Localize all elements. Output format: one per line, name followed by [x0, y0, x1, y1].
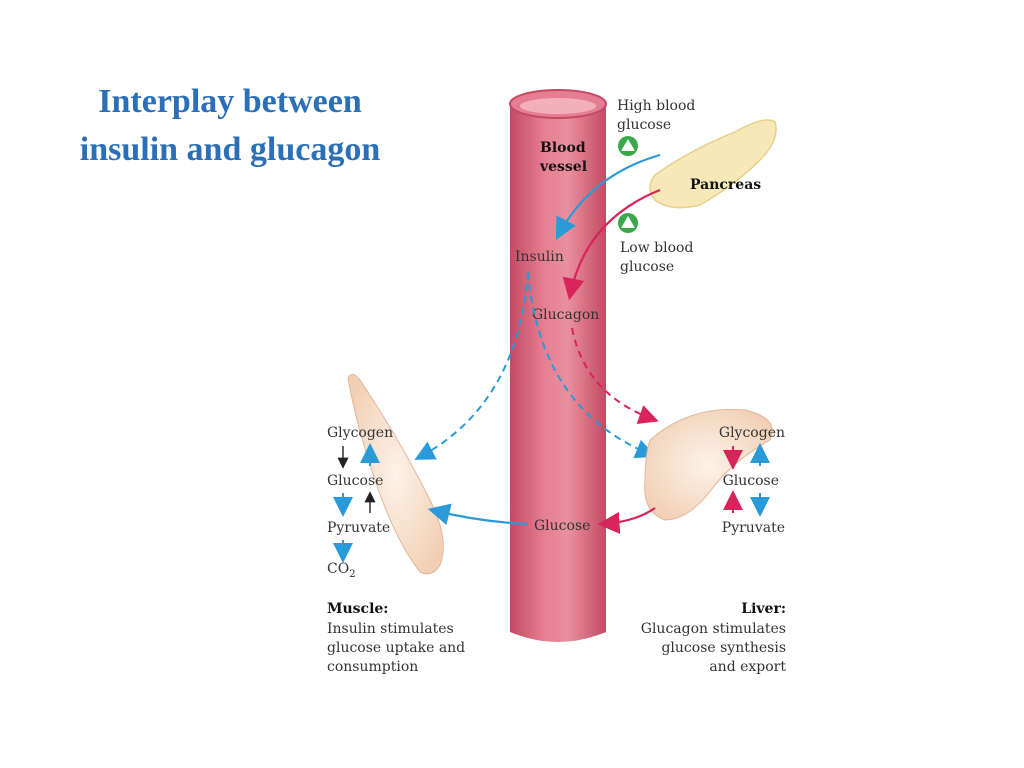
liver-glycogen: Glycogen [719, 425, 785, 441]
liver-desc-1: Glucagon stimulates [641, 621, 786, 637]
insulin-to-liver-arrow [527, 271, 656, 459]
muscle-desc-1: Insulin stimulates [327, 621, 454, 637]
insulin-release-arrow [555, 153, 661, 240]
muscle-glycogen: Glycogen [327, 425, 393, 441]
liver-desc-3: and export [709, 659, 786, 675]
muscle-heading: Muscle: [327, 601, 388, 617]
title-line-2: insulin and glucagon [79, 131, 381, 168]
high-glucose-label-2: glucose [617, 117, 671, 133]
liver-organ [644, 408, 773, 521]
liver-desc-2: glucose synthesis [661, 640, 786, 656]
muscle-organ [347, 374, 444, 575]
pancreas-label: Pancreas [690, 177, 761, 193]
liver-glucose-export-arrow [597, 507, 656, 534]
glucagon-to-liver-arrow [571, 327, 659, 425]
muscle-glucose: Glucose [327, 473, 383, 489]
muscle-desc-2: glucose uptake and [327, 640, 465, 656]
liver-heading: Liver: [741, 601, 786, 617]
muscle-co2: CO2 [327, 561, 356, 580]
vessel-label-2: vessel [539, 159, 587, 175]
liver-pyruvate: Pyruvate [722, 520, 785, 536]
muscle-pyruvate: Pyruvate [327, 520, 390, 536]
muscle-desc-3: consumption [327, 659, 418, 675]
vessel-label-1: Blood [540, 140, 586, 156]
low-glucose-up-icon [618, 213, 638, 233]
high-glucose-up-icon [618, 136, 638, 156]
glucagon-label: Glucagon [532, 307, 599, 323]
vessel-glucose-label: Glucose [534, 518, 590, 534]
blood-vessel [509, 89, 607, 642]
pancreas-organ [649, 119, 777, 209]
low-glucose-label-2: glucose [620, 259, 674, 275]
insulin-to-muscle-arrow [414, 271, 529, 460]
glucose-to-muscle-arrow [427, 503, 529, 526]
liver-glucose: Glucose [723, 473, 779, 489]
high-glucose-label-1: High blood [617, 98, 695, 114]
slide-title: Interplay between insulin and glucagon [30, 78, 430, 174]
low-glucose-label-1: Low blood [620, 240, 693, 256]
glucagon-release-arrow [562, 188, 661, 301]
insulin-label: Insulin [515, 249, 564, 265]
title-line-1: Interplay between [98, 83, 362, 120]
